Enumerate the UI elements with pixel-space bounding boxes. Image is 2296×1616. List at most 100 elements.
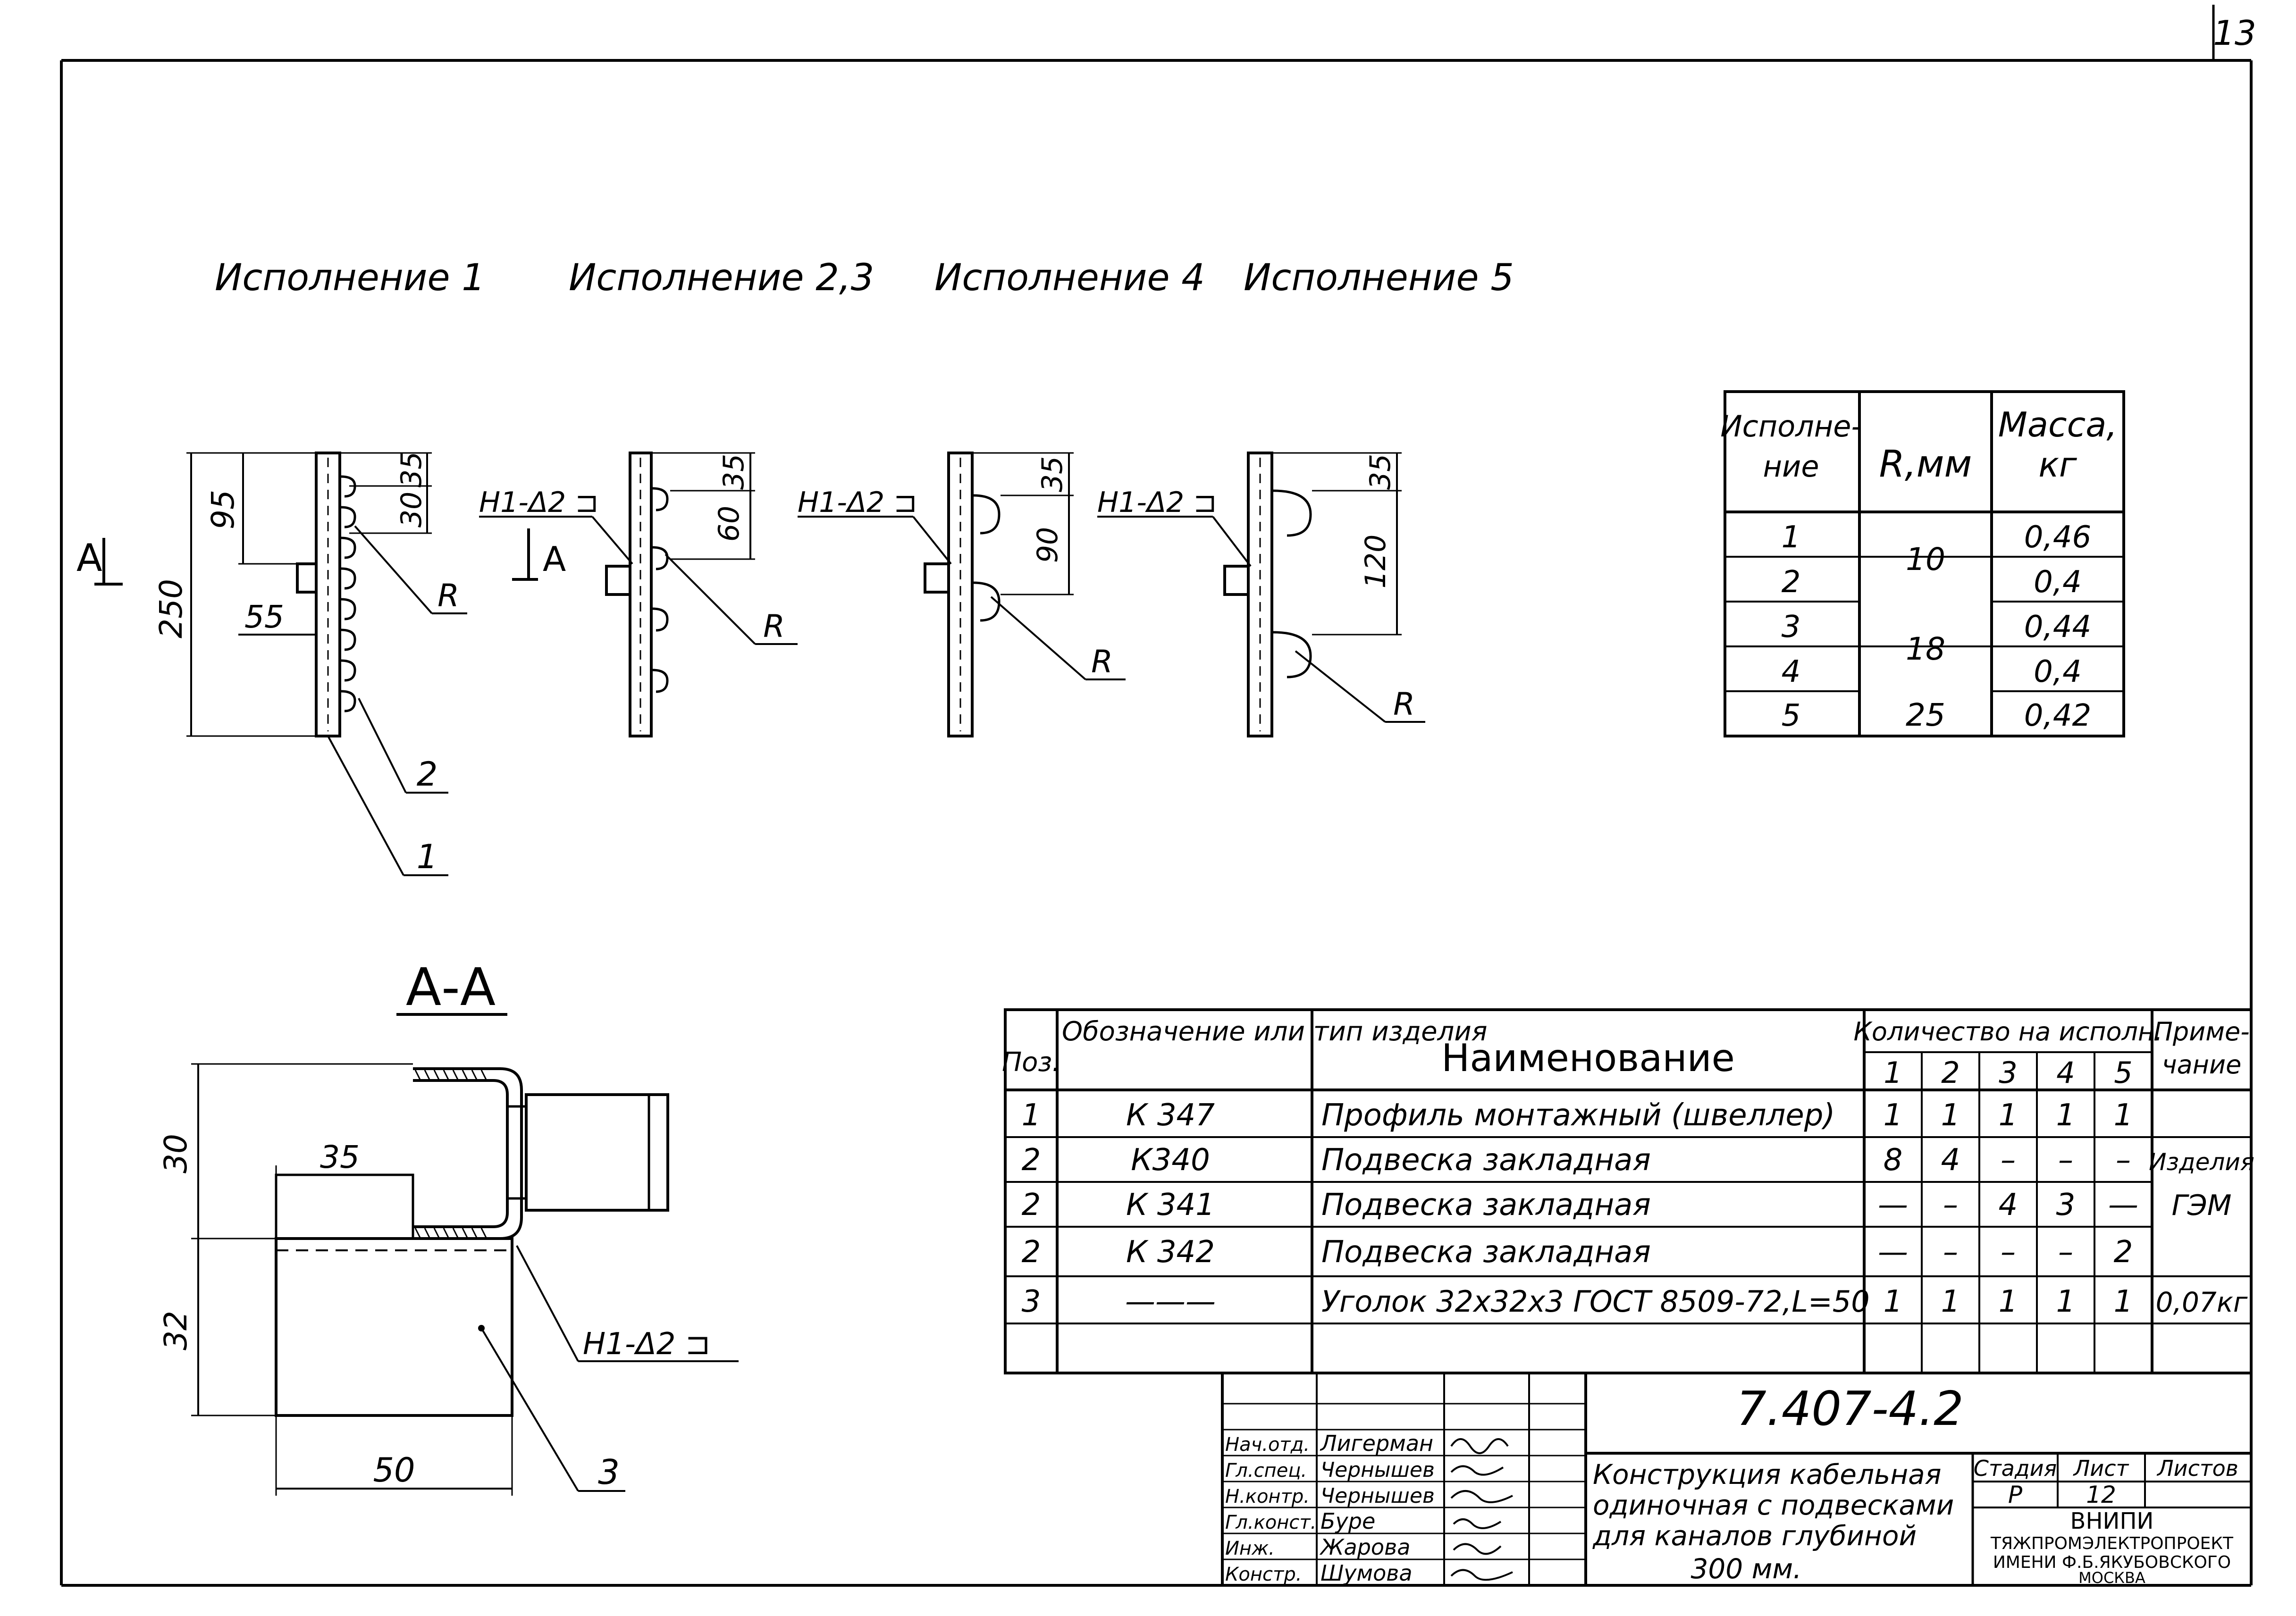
label-r-2: R (763, 608, 785, 645)
sheets-label: Листов (2156, 1456, 2238, 1481)
signature-scribbles (1450, 1438, 1513, 1581)
vt-r: 18 (1906, 631, 1945, 667)
spec-qty: – (1943, 1188, 1958, 1222)
spec-note: ГЭМ (2171, 1189, 2231, 1222)
spec-qty: 1 (1941, 1284, 1960, 1319)
label-3: 3 (598, 1452, 620, 1492)
spec-designation: ——— (1125, 1284, 1216, 1319)
label-r-5: R (1393, 686, 1415, 722)
dim-30-section: 30 (158, 1134, 194, 1173)
vt-variant: 5 (1782, 698, 1801, 733)
spec-qty: – (2116, 1143, 2131, 1178)
spec-pos: 3 (1022, 1284, 1041, 1319)
sig-name: Шумова (1320, 1560, 1413, 1586)
org-line: МОСКВА (2078, 1569, 2145, 1587)
weld-mark-v2: Н1-Δ2 ⊐ (479, 486, 599, 519)
dim-55: 55 (244, 599, 284, 635)
qty-col: 3 (1999, 1055, 2017, 1090)
vt-r: 25 (1906, 697, 1945, 733)
qty-col: 5 (2114, 1055, 2132, 1090)
sig-name: Лигерман (1320, 1431, 1433, 1456)
label-r-4: R (1091, 644, 1113, 680)
vt-variant: 3 (1782, 610, 1801, 645)
spec-qty: 1 (1884, 1098, 1903, 1133)
vt-header-variant-l1: Исполне- (1720, 409, 1862, 444)
spec-name: Подвеска закладная (1321, 1143, 1651, 1178)
vt-mass: 0,4 (2034, 654, 2082, 689)
qty-col: 2 (1941, 1055, 1960, 1090)
spec-qty: 1 (2056, 1284, 2076, 1319)
spec-qty: – (2001, 1143, 2016, 1178)
spec-header-qty: Количество на исполн. (1854, 1017, 2163, 1047)
dim-32-section: 32 (158, 1311, 194, 1350)
dim-35-v5: 35 (1364, 454, 1397, 490)
spec-name: Профиль монтажный (швеллер) (1321, 1098, 1835, 1133)
spec-qty: 1 (2114, 1284, 2133, 1319)
sig-role: Нач.отд. (1225, 1434, 1310, 1456)
spec-qty: – (1943, 1235, 1958, 1270)
sig-role: Инж. (1225, 1538, 1275, 1559)
dim-120: 120 (1359, 535, 1392, 589)
spec-header-pos: Поз. (1002, 1047, 1060, 1078)
spec-qty: — (1878, 1235, 1908, 1270)
angle-section (275, 1237, 513, 1417)
spec-pos: 2 (1022, 1188, 1041, 1222)
spec-qty: – (2058, 1235, 2073, 1270)
sig-role: Н.контр. (1225, 1486, 1310, 1507)
dim-35: 35 (395, 452, 428, 487)
vt-variant: 1 (1782, 520, 1801, 555)
spec-name: Уголок 32х32х3 ГОСТ 8509-72,L=50 (1321, 1284, 1870, 1319)
spec-header-name: Наименование (1441, 1036, 1735, 1080)
spec-qty-headers: 1 2 3 4 5 (1884, 1055, 2132, 1090)
stage-label: Стадия (1974, 1456, 2057, 1481)
spec-designation: К340 (1131, 1143, 1210, 1178)
spec-qty: 1 (1999, 1284, 2018, 1319)
view-1: 250 95 30 35 55 А R 2 1 (76, 452, 467, 876)
spec-qty: 1 (2056, 1098, 2076, 1133)
doc-title-line: 300 мм. (1690, 1553, 1801, 1585)
dim-95: 95 (205, 490, 241, 529)
spec-header-note: Приме-чание (2153, 1017, 2249, 1080)
spec-name: Подвеска закладная (1321, 1235, 1651, 1270)
sig-name: Чернышев (1320, 1484, 1435, 1508)
spec-designation: К 347 (1126, 1098, 1215, 1133)
spec-name: Подвеска закладная (1321, 1188, 1651, 1222)
doc-title-line: Конструкция кабельная (1593, 1458, 1942, 1490)
vt-header-r: R,мм (1879, 443, 1972, 486)
org-line: ИМЕНИ Ф.Б.ЯКУБОВСКОГО (1993, 1553, 2231, 1572)
view-title-1: Исполнение 1 (215, 257, 485, 299)
dim-30: 30 (395, 492, 428, 528)
variant-table (1724, 390, 2125, 737)
doc-title-line: одиночная с подвесками (1593, 1489, 1954, 1521)
qty-col: 4 (2056, 1055, 2075, 1090)
dim-35-v2: 35 (717, 454, 750, 490)
view-title-5: Исполнение 5 (1244, 257, 1514, 299)
spec-qty: 4 (1941, 1143, 1960, 1178)
spec-qty: 8 (1884, 1143, 1903, 1178)
spec-qty: – (2001, 1235, 2016, 1270)
vt-mass: 0,44 (2024, 610, 2092, 645)
spec-qty: — (2108, 1188, 2138, 1222)
spec-qty: 1 (1999, 1098, 2018, 1133)
org-line: ТЯЖПРОМЭЛЕКТРОПРОЕКТ (1990, 1534, 2234, 1553)
angle-bracket (296, 562, 318, 594)
vt-header-variant: Исполне-ние (1720, 409, 1862, 484)
sheet-number: 13 (2213, 13, 2256, 53)
vt-header-mass: Масса,кг (1998, 405, 2117, 485)
vt-variant: 2 (1782, 565, 1801, 600)
view-title-4: Исполнение 4 (934, 257, 1205, 299)
doc-title: Конструкция кабельная одиночная с подвес… (1592, 1458, 1954, 1585)
spec-header-designation: Обозначение или тип изделия (1062, 1016, 1487, 1047)
spec-designation: К 341 (1126, 1188, 1215, 1222)
org-line: ВНИПИ (2070, 1508, 2154, 1534)
dim-35-section: 35 (320, 1139, 360, 1175)
view-title-2-3: Исполнение 2,3 (569, 257, 874, 299)
dim-90: 90 (1031, 527, 1064, 563)
spec-pos: 2 (1022, 1143, 1041, 1178)
spec-qty: 1 (1941, 1098, 1960, 1133)
stage-value: Р (2008, 1481, 2023, 1508)
section-title: А-А (406, 957, 496, 1017)
spec-note: 0,07кг (2156, 1286, 2248, 1318)
spec-table (1004, 1008, 2253, 1374)
